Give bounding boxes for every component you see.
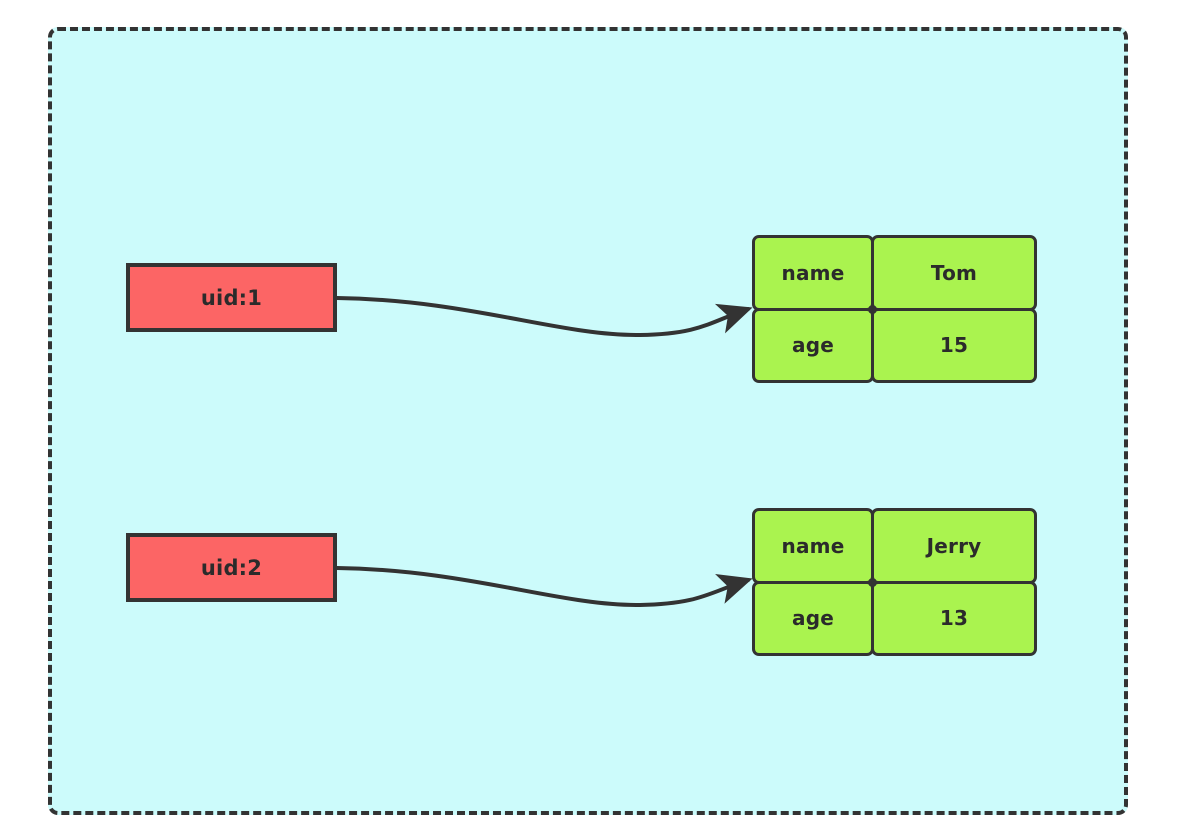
property-key-cell[interactable]: name bbox=[752, 508, 874, 584]
property-row: age 15 bbox=[752, 307, 1037, 383]
property-key-label: name bbox=[781, 533, 845, 558]
table-junction-dot bbox=[868, 578, 877, 587]
property-key-label: age bbox=[792, 606, 834, 631]
graph-container bbox=[48, 27, 1128, 815]
property-row: age 13 bbox=[752, 580, 1037, 656]
property-value-cell[interactable]: Jerry bbox=[871, 508, 1037, 584]
property-key-label: age bbox=[792, 333, 834, 358]
property-row: name Tom bbox=[752, 235, 1037, 311]
property-value-cell[interactable]: Tom bbox=[871, 235, 1037, 311]
table-junction-dot bbox=[868, 305, 877, 314]
property-table-2: name Jerry age 13 bbox=[752, 508, 1037, 656]
property-value-label: 13 bbox=[939, 606, 969, 631]
node-uid-2-label: uid:2 bbox=[200, 555, 263, 580]
property-key-cell[interactable]: age bbox=[752, 580, 874, 656]
property-key-cell[interactable]: age bbox=[752, 307, 874, 383]
property-key-cell[interactable]: name bbox=[752, 235, 874, 311]
property-row: name Jerry bbox=[752, 508, 1037, 584]
property-value-label: 15 bbox=[939, 333, 969, 358]
property-value-cell[interactable]: 15 bbox=[871, 307, 1037, 383]
node-uid-1[interactable]: uid:1 bbox=[126, 263, 337, 332]
property-value-label: Jerry bbox=[926, 533, 982, 558]
node-uid-1-label: uid:1 bbox=[200, 285, 263, 310]
property-key-label: name bbox=[781, 260, 845, 285]
property-value-label: Tom bbox=[930, 260, 978, 285]
property-value-cell[interactable]: 13 bbox=[871, 580, 1037, 656]
node-uid-2[interactable]: uid:2 bbox=[126, 533, 337, 602]
property-table-1: name Tom age 15 bbox=[752, 235, 1037, 383]
